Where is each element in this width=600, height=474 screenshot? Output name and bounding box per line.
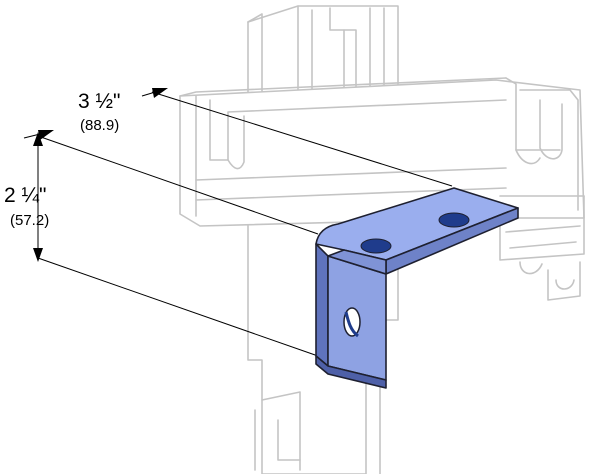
bracket-vertical-edge — [315, 243, 329, 367]
angle-bracket — [315, 187, 519, 389]
height-imperial-label: 2 ¼" — [4, 184, 46, 207]
horizontal-channel — [179, 77, 585, 301]
hole-top-right — [438, 212, 470, 228]
height-metric-label: (57.2) — [10, 212, 49, 229]
length-imperial-label: 3 ½" — [78, 90, 120, 113]
length-metric-label: (88.9) — [80, 117, 119, 134]
hole-top-left — [360, 238, 392, 254]
dimension-lines — [23, 88, 453, 357]
